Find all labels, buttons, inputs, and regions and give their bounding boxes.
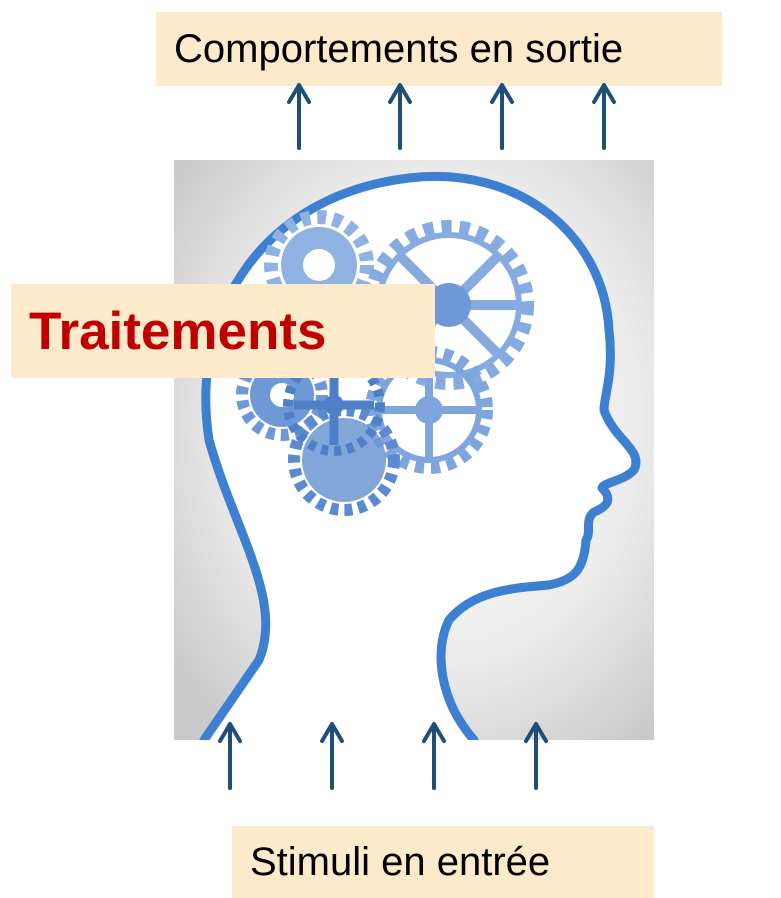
input-label-text: Stimuli en entrée	[250, 840, 550, 885]
process-label: Traitements	[11, 284, 435, 378]
input-arrow-icon	[526, 724, 546, 788]
output-arrow-icon	[594, 85, 614, 148]
output-arrow-icon	[390, 85, 410, 148]
output-arrow-icon	[289, 85, 309, 148]
output-arrow-icon	[492, 85, 512, 148]
input-label: Stimuli en entrée	[232, 826, 654, 898]
head-with-gears-icon	[174, 160, 654, 740]
input-arrow-icon	[424, 724, 444, 788]
input-arrow-icon	[220, 724, 240, 788]
output-label: Comportements en sortie	[156, 12, 722, 86]
output-label-text: Comportements en sortie	[174, 27, 623, 72]
process-label-text: Traitements	[29, 301, 327, 362]
input-arrow-icon	[322, 724, 342, 788]
